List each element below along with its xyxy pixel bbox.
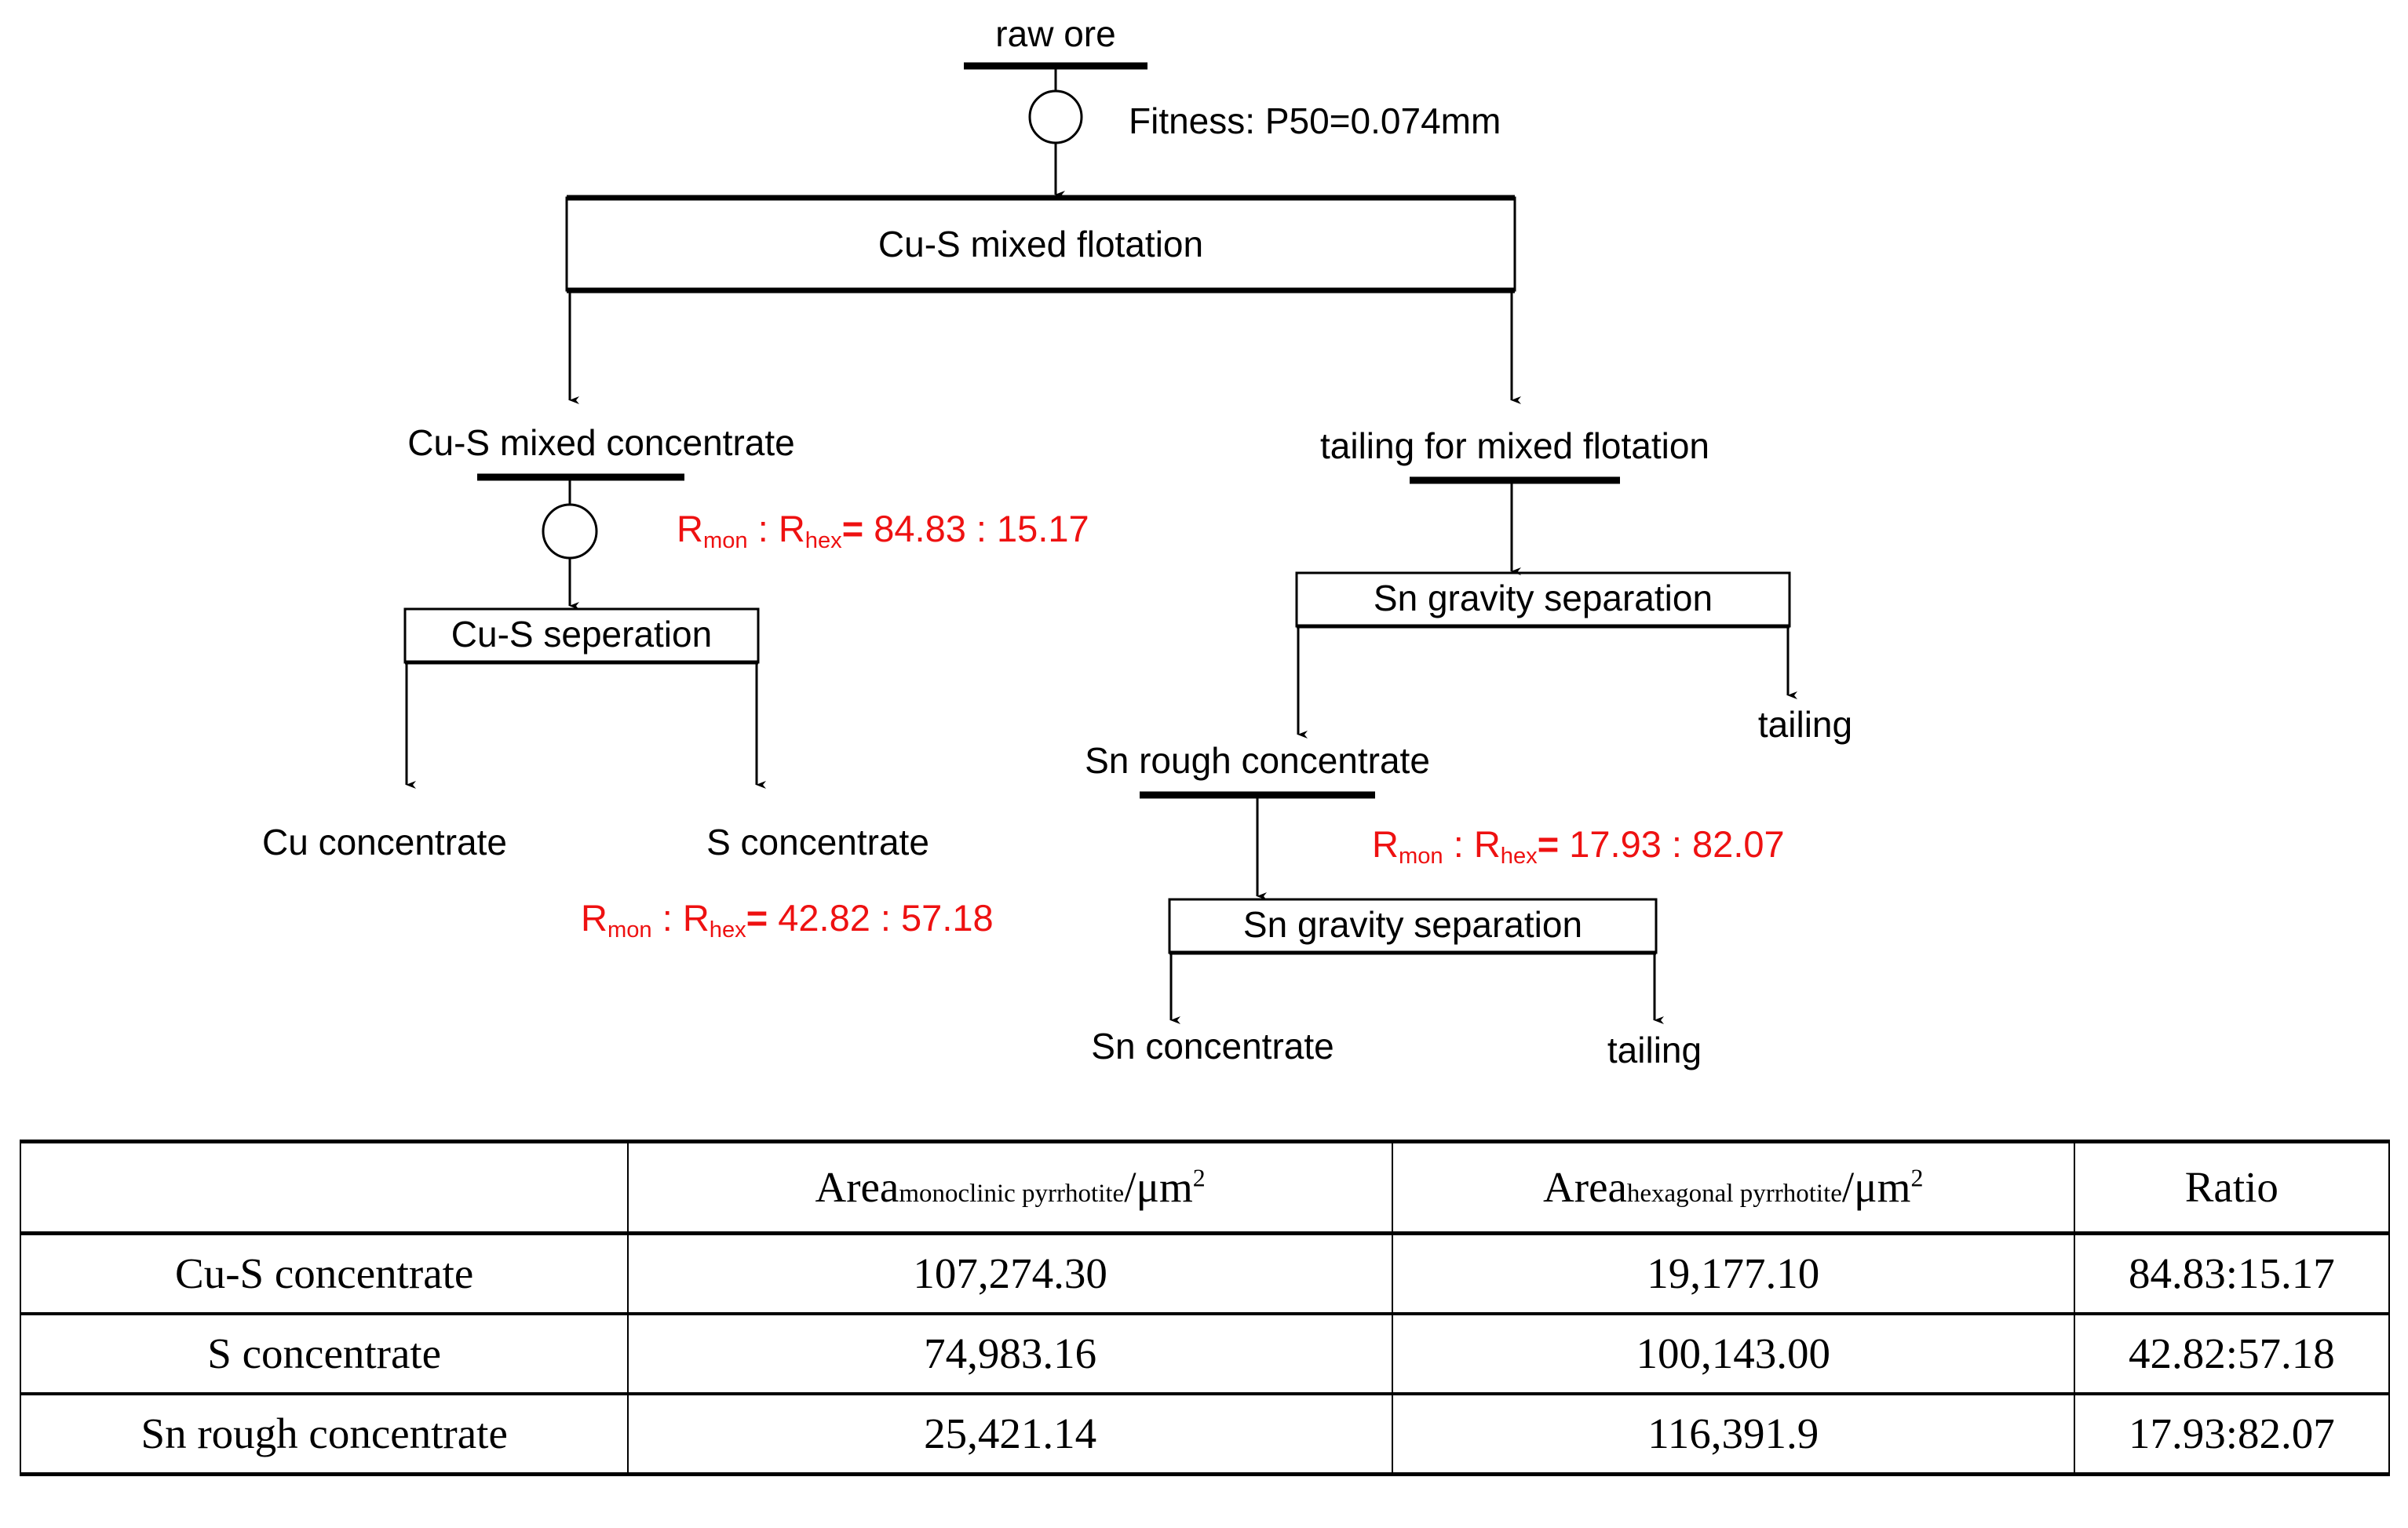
ratio-colon: : — [1453, 823, 1464, 865]
pyrrhotite-area-table: Areamonoclinic pyrrhotite/μm2 Areahexago… — [19, 1140, 2391, 1476]
cell-ratio: 17.93:82.07 — [2073, 1393, 2391, 1476]
table-header-product — [19, 1140, 629, 1235]
node-s-concentrate: S concentrate — [706, 822, 929, 862]
node-sn-concentrate: Sn concentrate — [1091, 1026, 1334, 1067]
ratio-lhs-symbol: R — [1372, 823, 1399, 865]
cell-hexagonal: 19,177.10 — [1391, 1232, 2075, 1315]
ratio-equals: = — [746, 897, 768, 939]
table-body: Cu-S concentrate 107,274.30 19,177.10 84… — [19, 1232, 2391, 1476]
ratio-rhs-subscript: hex — [804, 528, 842, 554]
cell-ratio: 42.82:57.18 — [2073, 1313, 2391, 1395]
process-sn-gravity-separation-1: Sn gravity separation — [1373, 578, 1713, 618]
header-unit-exponent: 2 — [1910, 1164, 1924, 1192]
node-tailing-gravity-1: tailing — [1757, 704, 1853, 745]
flowchart-lines — [403, 62, 1797, 1024]
header-mineral-sub: monoclinic pyrrhotite — [899, 1179, 1125, 1208]
ratio-lhs-symbol: R — [677, 508, 703, 549]
table-header-monoclinic: Areamonoclinic pyrrhotite/μm2 — [627, 1140, 1393, 1235]
header-unit: /μm — [1124, 1162, 1193, 1211]
node-cu-concentrate: Cu concentrate — [262, 822, 507, 862]
ratio-lhs-subscript: mon — [607, 917, 652, 943]
cell-product: S concentrate — [19, 1313, 629, 1395]
cell-monoclinic: 107,274.30 — [627, 1232, 1393, 1315]
fineness-note: Fitness: P50=0.074mm — [1129, 100, 1501, 141]
ratio-value: 42.82 : 57.18 — [778, 897, 994, 939]
table-row: Sn rough concentrate 25,421.14 116,391.9… — [19, 1393, 2391, 1476]
table-row: S concentrate 74,983.16 100,143.00 42.82… — [19, 1313, 2391, 1395]
header-unit-exponent: 2 — [1192, 1164, 1206, 1192]
ratio-value: 17.93 : 82.07 — [1569, 823, 1785, 865]
ratio-lhs-subscript: mon — [1398, 844, 1443, 870]
ratio-rhs-subscript: hex — [709, 917, 746, 943]
cell-product: Sn rough concentrate — [19, 1393, 629, 1476]
node-raw-ore: raw ore — [995, 13, 1116, 54]
table-header-ratio: Ratio — [2073, 1140, 2391, 1235]
ratio-equals: = — [1537, 823, 1560, 865]
cell-product: Cu-S concentrate — [19, 1232, 629, 1315]
ratio-cu-s-mixed-concentrate: Rmon : Rhex= 84.83 : 15.17 — [677, 510, 1089, 552]
process-cu-s-mixed-flotation: Cu-S mixed flotation — [877, 224, 1204, 264]
ratio-equals: = — [841, 508, 864, 549]
cell-hexagonal: 116,391.9 — [1391, 1393, 2075, 1476]
header-mineral-sub: hexagonal pyrrhotite — [1626, 1179, 1842, 1208]
table-row: Cu-S concentrate 107,274.30 19,177.10 84… — [19, 1232, 2391, 1315]
process-cu-s-seperation: Cu-S seperation — [451, 614, 713, 655]
ratio-rhs-symbol: R — [1473, 823, 1501, 865]
process-flowchart: raw ore Fitness: P50=0.074mm Cu-S mixed … — [262, 13, 1853, 1070]
ratio-lhs-subscript: mon — [702, 528, 748, 554]
ratio-colon: : — [662, 897, 673, 939]
ratio-colon: : — [757, 508, 768, 549]
ratio-rhs-symbol: R — [778, 508, 805, 549]
node-tailing-gravity-2: tailing — [1607, 1030, 1702, 1070]
header-area-word: Area — [1543, 1162, 1627, 1211]
node-sn-rough-concentrate: Sn rough concentrate — [1085, 740, 1430, 781]
table-header-hexagonal: Areahexagonal pyrrhotite/μm2 — [1391, 1140, 2075, 1235]
ratio-s-concentrate: Rmon : Rhex= 42.82 : 57.18 — [581, 899, 994, 942]
process-sn-gravity-separation-2: Sn gravity separation — [1242, 904, 1583, 945]
ratio-rhs-subscript: hex — [1500, 844, 1538, 870]
cell-monoclinic: 74,983.16 — [627, 1313, 1393, 1395]
cell-hexagonal: 100,143.00 — [1391, 1313, 2075, 1395]
cell-ratio: 84.83:15.17 — [2073, 1232, 2391, 1315]
ratio-lhs-symbol: R — [581, 897, 607, 939]
ratio-rhs-symbol: R — [682, 897, 710, 939]
node-cu-s-mixed-concentrate: Cu-S mixed concentrate — [407, 422, 795, 463]
table-header-row: Areamonoclinic pyrrhotite/μm2 Areahexago… — [19, 1140, 2391, 1235]
header-area-word: Area — [815, 1162, 899, 1211]
ratio-value: 84.83 : 15.17 — [874, 508, 1089, 549]
table-header: Areamonoclinic pyrrhotite/μm2 Areahexago… — [19, 1140, 2391, 1235]
node-tailing-for-mixed-flotation: tailing for mixed flotation — [1319, 425, 1710, 466]
ratio-sn-rough-concentrate: Rmon : Rhex= 17.93 : 82.07 — [1372, 826, 1785, 868]
cell-monoclinic: 25,421.14 — [627, 1393, 1393, 1476]
header-unit: /μm — [1841, 1162, 1911, 1211]
